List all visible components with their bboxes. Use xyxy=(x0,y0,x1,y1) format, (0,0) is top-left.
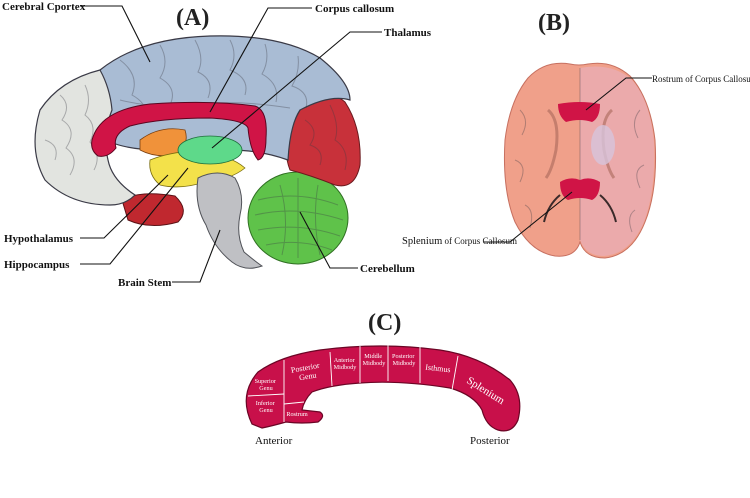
panel-c-letter: (C) xyxy=(368,310,401,336)
thalamus-leader xyxy=(211,31,382,149)
thalamus-region xyxy=(177,135,243,165)
segment-superior-genu: Superior Genu xyxy=(255,378,278,392)
corpus-callosum-region xyxy=(91,101,267,161)
cortex-gyri xyxy=(119,39,308,121)
brain-stem-region xyxy=(196,172,264,269)
segment-inferior-genu: Inferior Genu xyxy=(256,400,276,414)
rostrum-leader xyxy=(585,77,652,111)
inferior-genu-line1: Inferior xyxy=(256,400,275,407)
cerebral-cortex-region xyxy=(98,35,351,161)
segment-anterior-midbody: Anterior Midbody xyxy=(334,357,358,371)
label-anterior: Anterior xyxy=(255,435,293,447)
splenium-leader xyxy=(484,191,573,243)
brain-stem-leader xyxy=(172,229,221,283)
label-hippocampus: Hippocampus xyxy=(4,259,70,271)
middle-midbody-line1: Middle xyxy=(364,353,382,360)
label-thalamus: Thalamus xyxy=(384,27,432,39)
occipital-lobe-region xyxy=(286,96,361,187)
basal-ganglia-right xyxy=(591,125,615,165)
segment-isthmus: Isthmus xyxy=(425,363,451,375)
anterior-midbody-line1: Anterior xyxy=(334,357,355,364)
segment-posterior-midbody: Posterior Midbody xyxy=(392,353,416,367)
label-rostrum-of-corpus-callosum: Rostrum of Corpus Callosum xyxy=(652,74,750,84)
superior-genu-line2: Genu xyxy=(259,385,272,392)
temporal-red-region xyxy=(121,193,184,226)
hypothalamus-leader xyxy=(80,174,169,239)
divider-isthmus xyxy=(451,355,459,391)
segment-posterior-genu: Posterior Genu xyxy=(290,360,324,383)
internal-capsule-left xyxy=(544,108,559,179)
posterior-midbody-line2: Midbody xyxy=(393,360,417,367)
divider-post-genu xyxy=(329,351,333,387)
posterior-horns xyxy=(543,194,617,223)
label-cerebellum: Cerebellum xyxy=(360,263,415,275)
label-corpus-callosum: Corpus callosum xyxy=(315,3,394,15)
inferior-genu-line2: Genu xyxy=(259,407,272,414)
segment-dividers xyxy=(247,344,459,422)
middle-midbody-line2: Midbody xyxy=(363,360,387,367)
rostrum-marker xyxy=(558,102,600,122)
label-brain-stem: Brain Stem xyxy=(118,277,171,289)
occipital-gyri xyxy=(304,104,347,171)
label-cerebral-cortex: Cerebral Cportex xyxy=(2,1,86,13)
panel-b-letter: (B) xyxy=(538,10,570,36)
cerebellum-leader xyxy=(299,211,358,269)
panel-b: (B) Rostrum of Corpus Callosum Splenium … xyxy=(402,10,750,259)
panel-c: (C) Superior Genu Inferior Genu Rostrum … xyxy=(245,310,521,447)
label-hypothalamus: Hypothalamus xyxy=(4,233,74,245)
panel-a: (A) Cerebral Cporte xyxy=(2,1,432,289)
cerebellum-folia xyxy=(254,178,344,258)
posterior-genu-line2: Genu xyxy=(298,370,317,382)
divider-rostrum xyxy=(283,401,305,405)
corpus-callosum-leader xyxy=(209,7,312,113)
posterior-midbody-line1: Posterior xyxy=(392,353,414,360)
splenium-label-main: Splenium xyxy=(402,236,442,247)
panel-a-letter: (A) xyxy=(176,5,209,31)
superior-genu-line1: Superior xyxy=(255,378,276,385)
corpus-callosum-band xyxy=(245,345,521,432)
splenium-marker xyxy=(560,178,600,200)
anterior-midbody-line2: Midbody xyxy=(334,364,358,371)
hippocampus-leader xyxy=(80,167,189,265)
slice-gyri xyxy=(514,68,645,240)
segment-middle-midbody: Middle Midbody xyxy=(363,353,387,367)
label-posterior: Posterior xyxy=(470,435,510,447)
segment-rostrum: Rostrum xyxy=(286,411,308,418)
label-splenium-of-corpus-callosum: Splenium of Corpus Callosum xyxy=(402,236,517,247)
cerebral-cortex-leader xyxy=(80,5,151,63)
divider-genu-horizontal xyxy=(247,393,285,397)
splenium-label-rest: of Corpus Callosum xyxy=(442,236,517,246)
